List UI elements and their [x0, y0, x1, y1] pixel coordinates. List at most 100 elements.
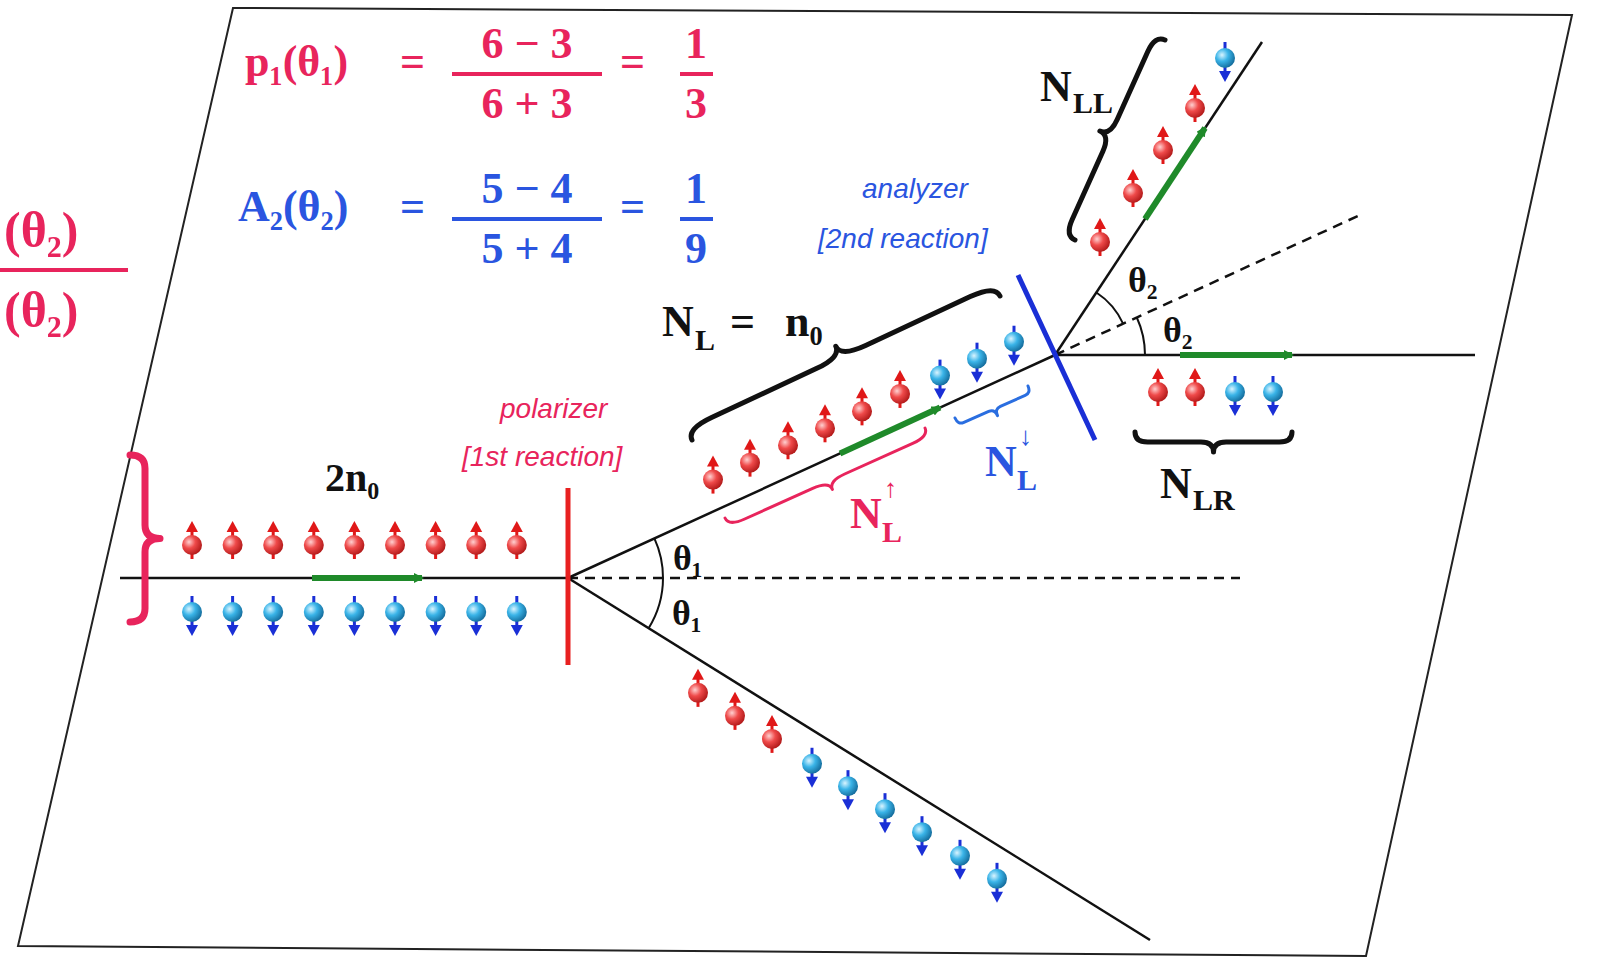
angle-arc	[1096, 293, 1123, 324]
spin-sphere	[912, 822, 932, 842]
plane	[18, 8, 1572, 956]
spin-sphere	[507, 602, 527, 622]
curly-brace	[130, 455, 160, 622]
spin-up-particle	[890, 370, 910, 408]
beam-line	[1055, 354, 1475, 357]
curly-brace	[1069, 39, 1165, 240]
spin-arrowhead	[511, 521, 523, 532]
momentum-arrow	[1145, 128, 1205, 219]
spin-down-particle	[875, 793, 895, 833]
spin-sphere	[1225, 382, 1245, 402]
spin-arrowhead	[971, 372, 983, 383]
spin-down-particle	[912, 816, 932, 856]
spin-down-particle	[223, 596, 243, 636]
spin-down-particle	[987, 863, 1007, 903]
spin-down-particle	[838, 770, 858, 810]
spin-sphere	[182, 535, 202, 555]
spin-arrowhead	[991, 892, 1003, 903]
numerator: 1	[685, 167, 707, 211]
subscript: LL	[1073, 88, 1113, 118]
spin-down-particle	[466, 596, 486, 636]
spin-arrowhead	[470, 521, 482, 532]
denominator: 6 + 3	[481, 82, 572, 126]
curly-brace	[955, 386, 1029, 423]
spin-sphere	[1090, 232, 1110, 252]
angle-label: θ₁	[673, 540, 703, 576]
stage-label: polarizer	[500, 395, 607, 423]
dashed-axis	[568, 577, 1240, 580]
spin-down-particle	[344, 596, 364, 636]
spin-arrowhead	[186, 625, 198, 636]
spin-sphere	[930, 366, 950, 386]
spin-up-particle	[344, 521, 364, 559]
spin-sphere	[182, 602, 202, 622]
superscript: ↓	[1019, 424, 1032, 450]
spin-sphere	[802, 754, 822, 774]
angle-arc	[1137, 318, 1145, 356]
spin-arrowhead	[707, 456, 719, 467]
spin-sphere	[987, 869, 1007, 889]
spin-up-particle	[385, 521, 405, 559]
analyzer-target	[1018, 275, 1095, 440]
count-symbol: N	[1160, 462, 1192, 506]
spin-arrowhead	[934, 389, 946, 400]
spin-sphere	[950, 846, 970, 866]
spin-arrowhead	[916, 845, 928, 856]
spin-arrowhead	[1008, 355, 1020, 366]
superscript: ↑	[884, 476, 897, 502]
spin-arrowhead	[806, 777, 818, 788]
spin-down-particle	[304, 596, 324, 636]
spin-up-particle	[507, 521, 527, 559]
spin-down-particle	[1215, 42, 1235, 82]
angle-label: θ₁	[672, 595, 702, 631]
spin-sphere	[1263, 382, 1283, 402]
spin-sphere	[762, 729, 782, 749]
spin-up-particle	[1090, 218, 1110, 256]
spin-down-particle	[263, 596, 283, 636]
spin-sphere	[344, 602, 364, 622]
spin-arrowhead	[1267, 405, 1279, 416]
spin-arrowhead	[842, 799, 854, 810]
numerator: 1	[685, 22, 707, 66]
spin-up-particle	[688, 669, 708, 707]
spin-sphere	[426, 535, 446, 555]
spin-arrowhead	[692, 669, 704, 680]
polarizer-target	[566, 488, 571, 665]
spin-sphere	[1123, 183, 1143, 203]
spin-sphere	[263, 602, 283, 622]
spin-arrowhead	[819, 404, 831, 415]
subscript: L	[695, 325, 715, 355]
denominator: 9	[685, 227, 707, 271]
beam-line	[568, 578, 1150, 940]
spin-sphere	[875, 799, 895, 819]
stage-label: analyzer	[862, 175, 968, 203]
spin-sphere	[703, 470, 723, 490]
spin-sphere	[1148, 382, 1168, 402]
beam-line	[1055, 42, 1262, 355]
spin-arrowhead	[1157, 126, 1169, 137]
spin-up-particle	[815, 404, 835, 442]
count-symbol: 2n₀	[325, 458, 379, 498]
spin-up-particle	[182, 521, 202, 559]
spin-arrowhead	[389, 625, 401, 636]
spin-arrowhead	[1189, 368, 1201, 379]
beam-line	[120, 577, 568, 580]
spin-sphere	[263, 535, 283, 555]
spin-arrowhead	[879, 822, 891, 833]
spin-up-particle	[1185, 84, 1205, 122]
equals-sign: =	[620, 185, 645, 229]
spin-up-particle	[223, 521, 243, 559]
spin-sphere	[890, 384, 910, 404]
count-symbol: n₀	[785, 300, 823, 344]
fraction-bar	[680, 72, 713, 76]
spin-up-particle	[1153, 126, 1173, 164]
curly-brace	[1135, 432, 1292, 452]
spin-up-particle	[263, 521, 283, 559]
spin-arrowhead	[308, 521, 320, 532]
spin-sphere	[1185, 382, 1205, 402]
spin-arrowhead	[1152, 368, 1164, 379]
spin-up-particle	[1185, 368, 1205, 406]
fraction-bar	[452, 217, 602, 221]
spin-arrowhead	[470, 625, 482, 636]
momentum-arrow	[312, 575, 422, 581]
